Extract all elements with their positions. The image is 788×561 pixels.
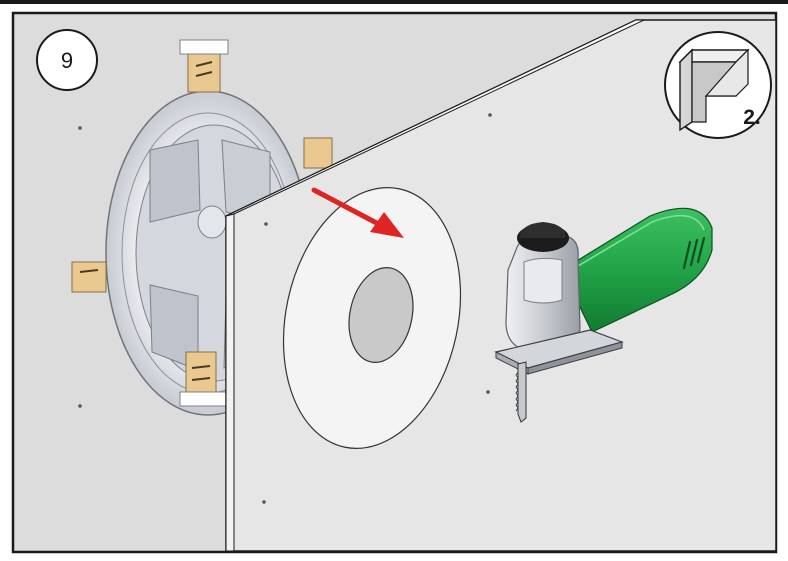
step-number-badge: 9 <box>36 29 98 91</box>
step-number: 9 <box>61 48 73 73</box>
jigsaw-icon <box>494 207 713 423</box>
wall-screw-dots <box>78 126 82 408</box>
inset-detail: 2. <box>664 31 772 139</box>
wall-stud-corner-icon <box>678 48 750 132</box>
top-strip <box>0 0 788 4</box>
red-arrow-icon <box>311 187 404 238</box>
inset-label: 2. <box>743 106 761 129</box>
cutout-template-icon <box>282 187 462 449</box>
